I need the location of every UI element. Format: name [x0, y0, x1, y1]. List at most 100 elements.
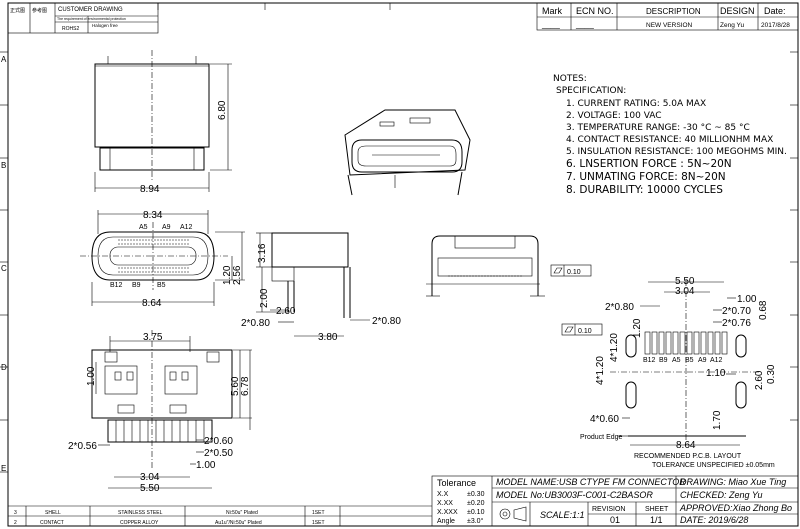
- bom-row-2-material: COPPER ALLOY: [120, 520, 159, 526]
- drawing-date: DATE: 2019/6/28: [680, 515, 748, 525]
- note-2: 2. VOLTAGE: 100 VAC: [566, 111, 662, 121]
- bottom-pin-row: [115, 420, 205, 442]
- zone-label-c: C: [1, 264, 7, 273]
- dim-bot-w1: 3.75: [143, 332, 163, 343]
- pcb-layout: 5.50 3.04 1.00 2*0.70 2*0.76 0.68 2*0.80…: [580, 276, 777, 469]
- dim-pcb-v3: 4*0.60: [590, 414, 619, 425]
- rev-header-design: DESIGN: [720, 6, 755, 16]
- dim-bot-h3: 6.78: [240, 376, 251, 396]
- zone-label-a: A: [1, 55, 7, 64]
- checked-by: CHECKED: Zeng Yu: [680, 490, 763, 500]
- dim-pcb-w3: 8.64: [676, 440, 696, 451]
- bom-row-2-qty: 1SET: [312, 520, 325, 526]
- rev-ecn: ____: [575, 20, 594, 29]
- pcb-layout-caption: RECOMMENDED P.C.B. LAYOUT: [634, 453, 742, 460]
- bom-row-1-finish: Ni:50u" Plated: [226, 510, 258, 516]
- dim-bot-h1: 1.00: [86, 366, 97, 386]
- pcb-pin-b9: B9: [659, 357, 668, 364]
- rev-header-mark: Mark: [542, 6, 562, 16]
- dim-front-w2: 8.64: [142, 298, 162, 309]
- zone-label-b: B: [1, 161, 6, 170]
- model-number: MODEL No:UB3003F-C001-C2BASOR: [496, 490, 653, 500]
- side-view: 3.16 2.00 2.60 2*0.80 3.80 2*0.80: [241, 232, 401, 343]
- pin-b5: B5: [157, 282, 166, 289]
- dim-pcb-r1: 1.00: [737, 294, 757, 305]
- tol-xxx-value: ±0.20: [467, 500, 485, 507]
- dim-pcb-r4: 0.68: [758, 300, 769, 320]
- dim-bot-l1: 2*0.56: [68, 441, 97, 452]
- tol-xxxx-value: ±0.10: [467, 509, 485, 516]
- flatness-value-1: 0.10: [567, 269, 581, 276]
- dim-front-h2: 2.56: [232, 265, 243, 285]
- notes-title: NOTES:: [553, 74, 587, 84]
- dim-bot-w2: 3.04: [140, 472, 160, 483]
- bom-row-1-no: 3: [14, 510, 17, 516]
- product-edge-label: Product Edge: [580, 434, 623, 441]
- rear-view: [426, 235, 545, 297]
- pin-b12: B12: [110, 282, 123, 289]
- bom-table: 3 SHELL STAINLESS STEEL Ni:50u" Plated 1…: [8, 505, 432, 527]
- rev-date: 2017/8/28: [761, 22, 790, 29]
- note-7: 7. UNMATING FORCE: 8N~20N: [566, 171, 726, 183]
- tol-xxxx-label: X.XXX: [437, 509, 458, 516]
- dim-side-w1: 2.60: [276, 306, 296, 317]
- halogen-label: Halogen free: [92, 23, 118, 28]
- dim-pcb-r6: 2.60: [754, 370, 765, 390]
- note-3: 3. TEMPERATURE RANGE: -30 °C ~ 85 °C: [566, 123, 750, 133]
- reference-drawing-label: 参考图: [32, 7, 47, 14]
- dim-pcb-l1: 2*0.80: [605, 302, 634, 313]
- notes-spec: SPECIFICATION:: [556, 86, 626, 96]
- pin-a12: A12: [180, 224, 193, 231]
- dim-pcb-v4: 1.70: [712, 410, 723, 430]
- bom-row-2-name: CONTACT: [40, 520, 64, 526]
- dim-pcb-v2: 4*1.20: [609, 333, 620, 362]
- dim-side-h1: 3.16: [257, 243, 268, 263]
- pin-a9: A9: [162, 224, 171, 231]
- note-8: 8. DURABILITY: 10000 CYCLES: [566, 184, 723, 196]
- dim-top-width: 8.94: [140, 184, 160, 195]
- pcb-pin-b12: B12: [643, 357, 656, 364]
- pcb-pin-a5: A5: [672, 357, 681, 364]
- top-view: 8.94 6.80: [94, 50, 232, 195]
- title-block: Tolerance X.X ±0.30 X.XX ±0.20 X.XXX ±0.…: [431, 475, 799, 527]
- zone-label-d: D: [1, 363, 7, 372]
- tol-xx-label: X.X: [437, 491, 449, 498]
- rev-header-ecn: ECN NO.: [576, 6, 614, 16]
- isometric-view: [344, 109, 471, 196]
- scale: SCALE:1:1: [540, 510, 585, 520]
- sheet-value: 1/1: [650, 515, 663, 525]
- pin-a5: A5: [139, 224, 148, 231]
- dim-side-w4: 2*0.80: [372, 316, 401, 327]
- pcb-pad-row: [644, 331, 728, 355]
- dim-bot-r2: 2*0.50: [204, 448, 233, 459]
- approved-by: APPROVED:Xiao Zhong Bo: [679, 503, 792, 513]
- rev-mark: ____: [541, 20, 560, 29]
- flatness-callout-2: 0.10: [561, 323, 603, 336]
- official-drawing-label: 正式图: [10, 7, 25, 14]
- bom-row-1-qty: 1SET: [312, 510, 325, 516]
- revision-table: Mark ECN NO. DESCRIPTION DESIGN Date: __…: [536, 2, 799, 31]
- projection-symbol-icon: [499, 506, 527, 522]
- flatness-value-2: 0.10: [578, 328, 592, 335]
- dim-pcb-r5: 1.10: [706, 368, 726, 379]
- dim-top-height: 6.80: [217, 100, 228, 120]
- pcb-pin-labels: B12 B9 A5 B5 A9 A12: [643, 357, 723, 364]
- sheet-label: SHEET: [645, 506, 669, 513]
- bom-row-2-no: 2: [14, 520, 17, 526]
- dim-pcb-r2: 2*0.70: [722, 306, 751, 317]
- pcb-pin-a9: A9: [698, 357, 707, 364]
- drawing-by: DRAWING: Miao Xue Ting: [680, 477, 786, 487]
- note-5: 5. INSULATION RESISTANCE: 100 MEGOHMS MI…: [566, 147, 787, 157]
- bom-row-1-name: SHELL: [45, 510, 61, 516]
- dim-front-w1: 8.34: [143, 210, 163, 221]
- env-protection-label: The requirement of environmental protect…: [57, 17, 126, 21]
- bom-row-1-material: STAINLESS STEEL: [118, 510, 163, 516]
- note-4: 4. CONTACT RESISTANCE: 40 MILLIONHM MAX: [566, 135, 773, 145]
- bom-row-2-finish: Au1u"/Ni:50u" Plated: [215, 520, 262, 526]
- tol-xxx-label: X.XX: [437, 500, 453, 507]
- pcb-pin-a12: A12: [710, 357, 723, 364]
- zone-label-e: E: [1, 464, 6, 473]
- notes-block: NOTES: SPECIFICATION: 1. CURRENT RATING:…: [553, 74, 787, 196]
- dim-bot-r1: 2*0.60: [204, 436, 233, 447]
